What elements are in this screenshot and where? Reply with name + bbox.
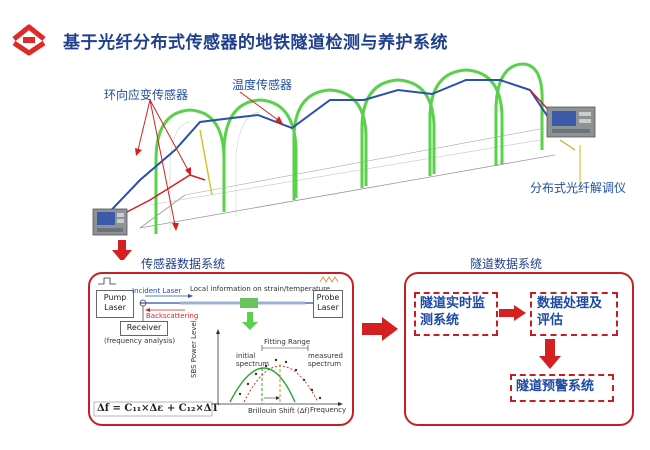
demodulator-label: 分布式光纤解调仪 (530, 181, 627, 195)
fitting-range-label: Fitting Range (264, 338, 311, 346)
tunnel-illustration (92, 62, 596, 260)
tunnel-logo-icon (12, 24, 46, 56)
arrow-right-icon (499, 305, 526, 321)
x-axis-label: Frequency (310, 406, 347, 414)
shift-formula: Δf = C₁₁×Δε + C₁₂×ΔT (97, 403, 219, 414)
ring-strain-sensor-label: 环向应变传感器 (104, 88, 189, 102)
temperature-sensor-label: 温度传感器 (232, 78, 293, 92)
flow-arrow-icon (362, 317, 398, 341)
initial-spectrum-label: initial spectrum (236, 352, 270, 368)
sensor-system-title: 传感器数据系统 (141, 257, 226, 271)
realtime-monitor-node (414, 292, 498, 336)
brillouin-shift-label: Brillouin Shift (Δf) (248, 407, 310, 415)
backscattering-label: Backscattering (146, 312, 199, 320)
page-title: 基于光纤分布式传感器的地铁隧道检测与养护系统 (63, 33, 448, 53)
early-warning-node (510, 374, 614, 402)
incident-laser-label: Incident Laser (132, 287, 182, 295)
y-axis-label: SBS Power Level (190, 320, 198, 378)
probe-laser-box: Probe Laser (313, 290, 343, 318)
local-info-label: Local information on strain/temperature (190, 285, 331, 293)
arrow-down-icon (539, 339, 561, 369)
pump-laser-box: Pump Laser (96, 290, 134, 318)
early-warning-label: 隧道预警系统 (516, 379, 595, 394)
data-processing-node (530, 292, 618, 336)
frequency-analysis-label: (frequency analysis) (104, 337, 176, 345)
sensor-principle-diagram (93, 276, 343, 417)
realtime-monitor-label: 隧道实时监测系统 (420, 296, 486, 328)
receiver-box: Receiver (120, 321, 168, 336)
measured-spectrum-label: measured spectrum (308, 352, 343, 368)
tunnel-system-title: 隧道数据系统 (470, 257, 543, 271)
data-processing-label: 数据处理及评估 (537, 296, 603, 328)
